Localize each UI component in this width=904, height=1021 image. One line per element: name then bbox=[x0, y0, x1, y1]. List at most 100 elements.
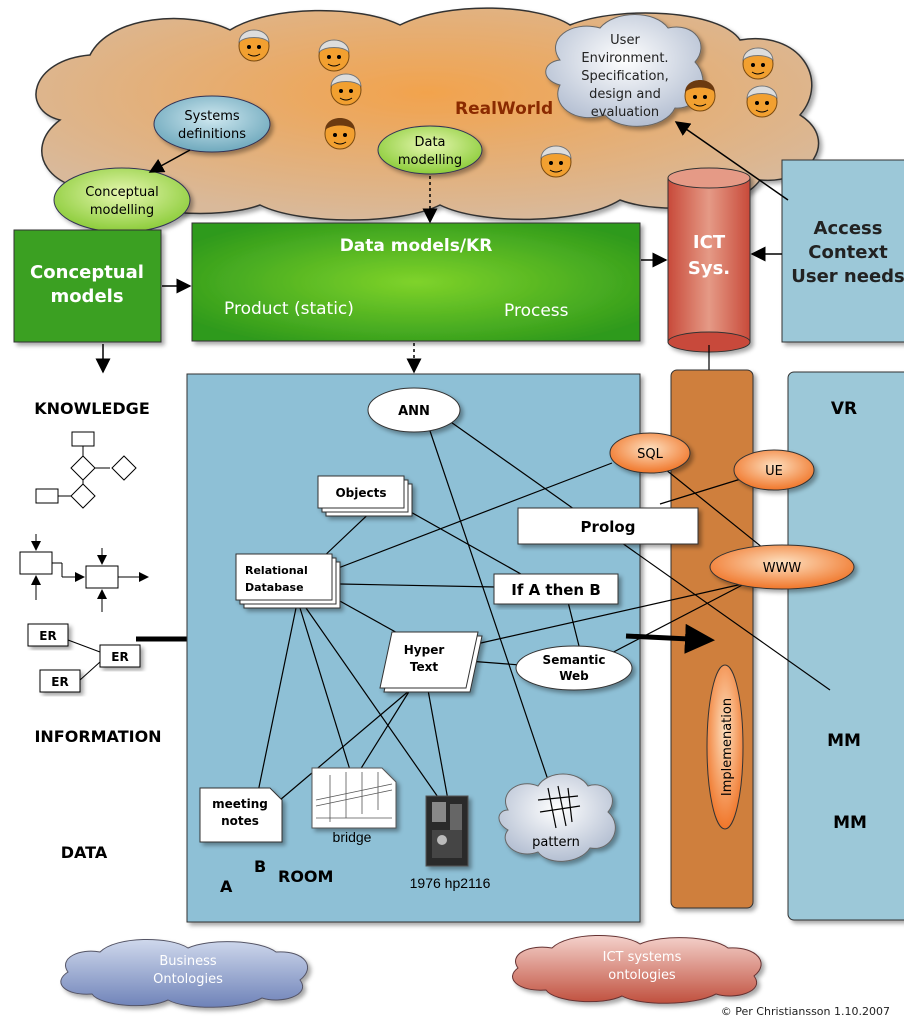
hp2116-label: 1976 hp2116 bbox=[410, 875, 491, 891]
sql-oval bbox=[609, 432, 691, 474]
vr-panel bbox=[787, 371, 904, 921]
conceptual-modelling-line-1: Conceptual bbox=[85, 185, 159, 200]
realworld-title: RealWorld bbox=[455, 99, 553, 119]
room-label: ROOM bbox=[278, 867, 333, 886]
access-line-2: Context bbox=[808, 242, 888, 263]
ann-oval bbox=[367, 387, 461, 433]
product-label: Product (static) bbox=[224, 299, 354, 319]
data-models-title: Data models/KR bbox=[340, 236, 493, 256]
systems-to-conceptual-arrow bbox=[148, 149, 191, 173]
bridge-image bbox=[311, 767, 397, 829]
www-oval bbox=[709, 544, 855, 590]
ann-label: ANN bbox=[398, 404, 430, 419]
face-icon bbox=[742, 47, 774, 80]
business-ontologies-cloud bbox=[60, 939, 309, 1008]
ict-ontologies-line-1: ICT systems bbox=[603, 950, 682, 965]
implementation-arrow bbox=[625, 623, 715, 654]
conceptual-models-box bbox=[13, 229, 162, 343]
implementation-label: Implemenation bbox=[720, 698, 735, 796]
pattern-cloud bbox=[498, 773, 616, 862]
prolog-box bbox=[517, 507, 699, 545]
user-env-line-4: design and bbox=[589, 87, 661, 102]
room-b-label: B bbox=[254, 857, 266, 876]
user-env-line-1: User bbox=[610, 33, 640, 48]
hypertext-stack bbox=[379, 631, 483, 693]
knowledge-label: KNOWLEDGE bbox=[34, 399, 150, 418]
ict-sys-cylinder bbox=[667, 167, 751, 353]
ict-sys-line-1: ICT bbox=[693, 232, 726, 253]
meeting-notes-line-1: meeting bbox=[212, 797, 268, 811]
mm-label-1: MM bbox=[827, 731, 861, 751]
user-env-line-2: Environment. bbox=[581, 51, 668, 66]
objects-label: Objects bbox=[335, 486, 386, 500]
relational-line-1: Relational bbox=[245, 564, 308, 577]
hash-pattern-icon bbox=[537, 785, 581, 829]
face-icon bbox=[540, 145, 572, 178]
prolog-label: Prolog bbox=[581, 518, 636, 536]
hypertext-line-1: Hyper bbox=[404, 643, 445, 657]
business-ontologies-line-1: Business bbox=[159, 954, 217, 969]
www-label: WWW bbox=[763, 561, 802, 576]
data-modelling-line-1: Data bbox=[414, 135, 445, 150]
er-label-3: ER bbox=[51, 675, 68, 689]
access-line-3: User needs bbox=[791, 266, 904, 287]
user-env-line-3: Specification, bbox=[581, 69, 669, 84]
conceptual-modelling-oval bbox=[53, 167, 191, 233]
sql-label: SQL bbox=[637, 447, 663, 462]
bridge-label: bridge bbox=[333, 829, 372, 845]
systems-definitions-oval bbox=[153, 95, 271, 153]
ict-ontologies-line-2: ontologies bbox=[608, 968, 676, 983]
conceptual-models-line-1: Conceptual bbox=[30, 262, 144, 283]
data-models-box bbox=[191, 222, 641, 342]
network-lines bbox=[257, 419, 831, 801]
meeting-notes-doc bbox=[199, 787, 283, 843]
access-line-1: Access bbox=[814, 218, 883, 239]
objects-stack bbox=[317, 475, 413, 517]
vr-label: VR bbox=[831, 399, 857, 419]
hypertext-line-2: Text bbox=[410, 660, 438, 674]
hp2116-photo bbox=[425, 795, 469, 867]
face-icon bbox=[318, 39, 350, 72]
relational-database-stack bbox=[235, 553, 341, 609]
face-icon bbox=[684, 80, 716, 112]
ict-sys-line-2: Sys. bbox=[688, 258, 730, 279]
flowchart-icon bbox=[35, 431, 137, 509]
semantic-web-line-1: Semantic bbox=[543, 653, 606, 667]
conceptual-modelling-line-2: modelling bbox=[90, 203, 154, 218]
meeting-notes-line-2: notes bbox=[221, 814, 259, 828]
process-label: Process bbox=[504, 301, 569, 321]
relational-line-2: Database bbox=[245, 581, 304, 594]
data-label: DATA bbox=[61, 843, 108, 862]
pattern-label: pattern bbox=[532, 835, 580, 850]
if-then-label: If A then B bbox=[511, 581, 601, 599]
ue-oval bbox=[733, 449, 815, 491]
ue-label: UE bbox=[765, 464, 783, 479]
semantic-web-oval bbox=[515, 645, 633, 691]
user-environment-label: User Environment. Specification, design … bbox=[581, 33, 669, 120]
ict-ontologies-cloud bbox=[512, 935, 762, 1004]
mm-label-2: MM bbox=[833, 813, 867, 833]
access-context-box bbox=[781, 159, 904, 343]
room-a-label: A bbox=[220, 877, 233, 896]
business-ontologies-line-2: Ontologies bbox=[153, 972, 223, 987]
face-icon bbox=[324, 118, 356, 150]
data-modelling-line-2: modelling bbox=[398, 153, 462, 168]
user-env-line-5: evaluation bbox=[591, 105, 659, 120]
er-label-1: ER bbox=[39, 629, 56, 643]
if-then-box bbox=[493, 573, 619, 605]
implementation-oval bbox=[706, 664, 744, 830]
systems-definitions-line-2: definitions bbox=[178, 127, 246, 142]
face-icon bbox=[330, 73, 362, 106]
er-diagram-icon bbox=[27, 623, 141, 693]
er-label-2: ER bbox=[111, 650, 128, 664]
copyright-notice: © Per Christiansson 1.10.2007 bbox=[721, 1005, 890, 1018]
face-icon bbox=[746, 85, 778, 118]
systems-definitions-line-1: Systems bbox=[184, 109, 239, 124]
semantic-web-line-2: Web bbox=[559, 669, 589, 683]
conceptual-models-line-2: models bbox=[50, 286, 123, 307]
data-modelling-oval bbox=[377, 125, 483, 175]
process-blocks-icon bbox=[19, 534, 149, 612]
access-to-userenv-arrow bbox=[674, 121, 789, 201]
